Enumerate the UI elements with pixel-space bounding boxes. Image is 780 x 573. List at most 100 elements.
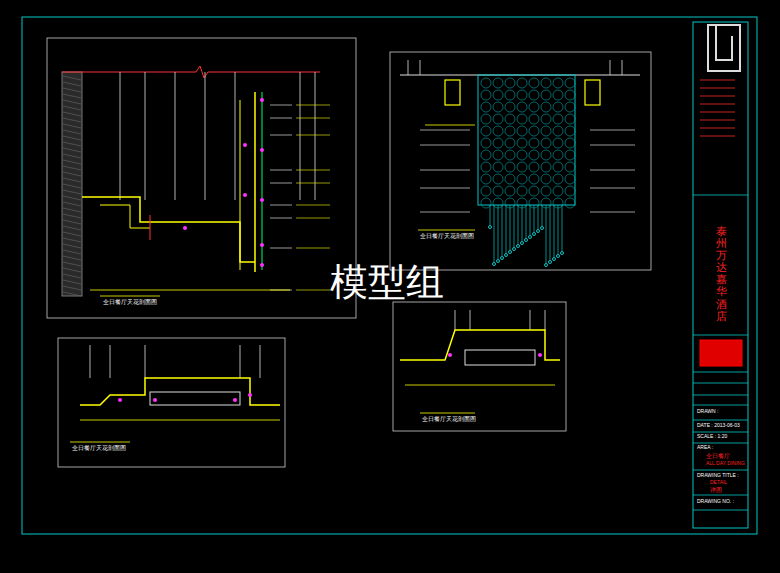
viewport [393, 302, 566, 431]
fixing-dot [118, 398, 122, 402]
lattice-ring [541, 174, 551, 184]
crystal-drop [549, 261, 552, 264]
lattice-ring [529, 78, 539, 88]
crystal-strand [546, 205, 547, 263]
hatch-line [63, 184, 81, 188]
crystal-drop [521, 242, 524, 245]
wall-hatch [62, 72, 82, 296]
note-mark [296, 183, 330, 184]
lattice-ring [505, 90, 515, 100]
lattice-ring [553, 90, 563, 100]
drawing-title: DETAIL [710, 480, 727, 486]
detail-title: 全日餐厅天花剖面图 [420, 233, 474, 240]
lattice-ring [529, 162, 539, 172]
hatch-line [63, 232, 81, 236]
lattice-ring [565, 174, 575, 184]
lattice-ring [517, 102, 527, 112]
hanger-rod [145, 72, 146, 200]
red-stamp [700, 340, 742, 366]
lattice-ring [481, 114, 491, 124]
logo-text-mark [700, 96, 735, 97]
ceiling-box [585, 80, 600, 105]
lattice-ring [565, 162, 575, 172]
note-mark [296, 170, 330, 171]
lattice-ring [529, 150, 539, 160]
ceiling-profile [82, 197, 255, 262]
leader-line [590, 212, 635, 213]
dimension-line [80, 420, 280, 421]
leader-line [270, 170, 292, 171]
viewport [390, 52, 651, 270]
crystal-strand [530, 205, 531, 235]
logo-text-mark [700, 104, 735, 105]
fixing-dot [448, 353, 452, 357]
lattice-ring [517, 78, 527, 88]
leader-line [420, 145, 470, 146]
leader-line [590, 170, 635, 171]
lattice-ring [541, 102, 551, 112]
lattice-ring [517, 114, 527, 124]
chandelier-panel [478, 75, 575, 205]
hatch-line [63, 166, 81, 170]
fixing-dot [260, 263, 264, 267]
lattice-ring [529, 138, 539, 148]
hatch-line [63, 178, 81, 182]
lattice-ring [481, 90, 491, 100]
lattice-ring [505, 150, 515, 160]
crystal-drop [505, 254, 508, 257]
lattice-ring [541, 162, 551, 172]
lattice-ring [517, 126, 527, 136]
crystal-drop [501, 257, 504, 260]
crystal-strand [534, 205, 535, 232]
lattice-ring [541, 150, 551, 160]
crystal-strand [506, 205, 507, 253]
crystal-drop [561, 252, 564, 255]
lattice-ring [517, 174, 527, 184]
lattice-ring [553, 102, 563, 112]
crystal-drop [529, 236, 532, 239]
lattice-ring [565, 90, 575, 100]
dimension-line [425, 125, 475, 126]
lattice-ring [505, 126, 515, 136]
lattice-ring [553, 126, 563, 136]
hatch-line [63, 214, 81, 218]
title-rule [693, 335, 748, 336]
title-block [693, 22, 748, 528]
title-rule [693, 432, 748, 433]
hatch-line [63, 142, 81, 146]
lattice-ring [529, 174, 539, 184]
title-rule [693, 195, 748, 196]
crystal-strand [498, 205, 499, 259]
hatch-line [63, 220, 81, 224]
title-rule [693, 372, 748, 373]
lattice-ring [517, 138, 527, 148]
crystal-strand [514, 205, 515, 247]
lattice-ring [517, 162, 527, 172]
detail-title: 全日餐厅天花剖面图 [72, 445, 126, 452]
lattice-ring [541, 78, 551, 88]
fixing-dot [233, 398, 237, 402]
crystal-strand [538, 205, 539, 229]
drawing-title: 详图 [710, 487, 722, 494]
logo-text-mark [700, 112, 735, 113]
logo-text-mark [700, 88, 735, 89]
lattice-ring [505, 102, 515, 112]
lattice-ring [481, 126, 491, 136]
title-underline [418, 230, 475, 231]
hanger-rod [260, 345, 261, 378]
hatch-line [63, 226, 81, 230]
lattice-ring [505, 138, 515, 148]
hatch-line [63, 106, 81, 110]
lattice-ring [481, 162, 491, 172]
lattice-ring [529, 126, 539, 136]
fixing-dot [538, 353, 542, 357]
crystal-strand [490, 205, 491, 225]
crystal-strand [550, 205, 551, 260]
crystal-drop [513, 248, 516, 251]
hatch-line [63, 100, 81, 104]
lattice-ring [481, 102, 491, 112]
hanger-rod [420, 60, 421, 75]
fixing-dot [260, 148, 264, 152]
hatch-line [63, 190, 81, 194]
lattice-ring [553, 162, 563, 172]
